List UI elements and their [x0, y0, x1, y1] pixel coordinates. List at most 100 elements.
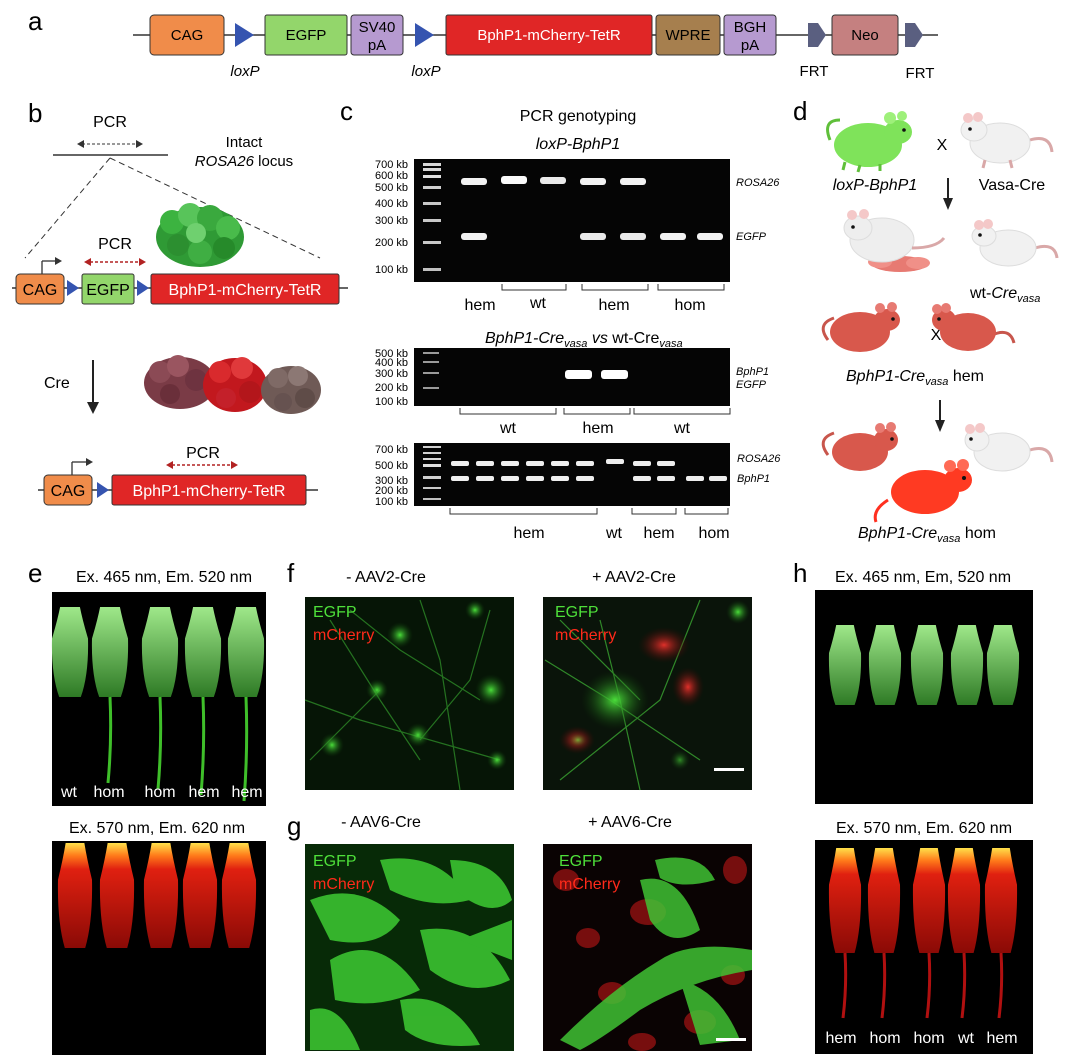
egfp-label: EGFP	[286, 27, 327, 44]
e-top-mouse-2	[91, 607, 129, 784]
egfp-protein-structure	[156, 203, 244, 267]
h-label-5: hem	[986, 1030, 1017, 1047]
svg-text:100 kb: 100 kb	[375, 496, 408, 508]
panel-b-scheme: PCR Intact ROSA26 locus PCR CAG EGFP	[12, 114, 348, 506]
gel2-bands	[565, 370, 628, 379]
gel3-group-wt: wt	[605, 525, 623, 542]
e-label-4: hem	[188, 784, 219, 801]
h-label-3: hom	[913, 1030, 944, 1047]
bgh-pa-label: pA	[741, 37, 759, 54]
egfp-box-floxed	[81, 273, 135, 305]
frt-label-2: FRT	[906, 65, 935, 82]
panel-f-cells: - AAV2-Cre + AAV2-Cre	[304, 569, 752, 791]
e-label-5: hem	[231, 784, 262, 801]
construct-label-floxed: BphP1-mCherry-TetR	[169, 282, 322, 299]
panel-letter-b: b	[28, 98, 42, 128]
gel1	[414, 159, 730, 282]
mouse-litter	[843, 209, 946, 272]
construct-label-recombined: BphP1-mCherry-TetR	[133, 483, 286, 500]
mouse-red-hem-final	[821, 422, 898, 471]
svg-text:300 kb: 300 kb	[375, 215, 408, 227]
cag-box-floxed	[15, 273, 65, 305]
mouse-red-hem-1	[821, 302, 900, 352]
pcr-label-recombined: PCR	[186, 445, 220, 462]
panel-letter-e: e	[28, 558, 42, 588]
f-right-caption: + AAV2-Cre	[592, 569, 676, 586]
rosa26-locus-label: ROSA26 locus	[195, 153, 293, 170]
panel-g-cells: - AAV6-Cre + AAV6-Cre	[305, 814, 752, 1051]
e-top-mouse-1	[51, 607, 89, 697]
panel-letter-a: a	[28, 6, 43, 36]
gel3-group-hem: hem	[513, 525, 544, 542]
gel3-group-hom: hom	[698, 525, 729, 542]
e-bottom-mice	[57, 843, 257, 948]
gel3-group-brackets	[449, 508, 729, 515]
pcr-genotyping-title: PCR genotyping	[520, 108, 637, 125]
construct-label: BphP1-mCherry-TetR	[477, 27, 621, 44]
h-bottom-mouse-2	[867, 848, 901, 1019]
gel1-group-hem: hem	[464, 297, 495, 314]
gel1-group-wt: wt	[529, 295, 547, 312]
svg-text:100 kb: 100 kb	[375, 264, 408, 276]
hem-cross-label: BphP1-Crevasa hem	[846, 368, 984, 388]
f-left-legend-mcherry: mCherry	[313, 627, 374, 644]
pcr-label-intact: PCR	[93, 114, 127, 131]
g-right-legend-mcherry: mCherry	[559, 876, 620, 893]
f-right-neurons	[544, 599, 750, 791]
gel2-title: BphP1-Crevasa vs wt-Crevasa	[485, 330, 683, 350]
cag-label-floxed: CAG	[23, 282, 58, 299]
bgh-label: BGH	[734, 19, 767, 36]
h-bottom-mouse-1	[828, 848, 862, 1019]
gel1-bands	[461, 176, 723, 240]
h-bottom-mouse-3	[912, 848, 946, 1019]
gel3-band-rosa26: ROSA26	[737, 453, 781, 465]
cre-label: Cre	[44, 375, 70, 392]
panel-letter-c: c	[340, 96, 353, 126]
svg-text:700 kb: 700 kb	[375, 159, 408, 171]
frt-pentagon-2	[905, 23, 923, 47]
loxp-triangle-2	[415, 23, 434, 47]
sv40-label: SV40	[359, 19, 396, 36]
hom-label: BphP1-Crevasa hom	[858, 525, 996, 545]
gel1-ladder-labels: 700 kb 600 kb 500 kb 400 kb 300 kb 200 k…	[375, 159, 408, 276]
panel-a-construct-map: CAG EGFP SV40 pA BphP1-mCherry-TetR WPRE…	[133, 14, 938, 82]
fusion-protein-structure	[144, 355, 321, 414]
e-bottom-mouse-1	[57, 843, 93, 948]
loxp-label-1: loxP	[230, 63, 259, 80]
h-label-2: hom	[869, 1030, 900, 1047]
parent2-label: Vasa-Cre	[979, 177, 1045, 194]
g-left-caption: - AAV6-Cre	[341, 814, 421, 831]
gel2-ladder	[423, 352, 439, 389]
h-bottom-mouse-4	[947, 848, 981, 1019]
h-bottom-mice	[828, 848, 1018, 1019]
g-right-legend-egfp: EGFP	[559, 853, 603, 870]
h-bottom-mouse-labels: hem hom hom wt hem	[825, 1030, 1017, 1047]
mouse-green-loxp	[826, 111, 912, 173]
panel-h-imaging: Ex. 465 nm, Em, 520 nm Ex. 570 nm, Em. 6…	[815, 569, 1033, 1054]
panel-letter-h: h	[793, 558, 807, 588]
h-top-mouse-5	[986, 625, 1020, 705]
wpre-box	[655, 14, 721, 56]
svg-text:300 kb: 300 kb	[375, 475, 408, 487]
egfp-box	[264, 14, 348, 56]
e-bottom-mouse-5	[221, 843, 257, 948]
mouse-bright-red-hom	[873, 459, 972, 523]
wpre-label: WPRE	[666, 27, 711, 44]
e-top-mouse-4	[184, 607, 222, 796]
gel1-band-rosa26: ROSA26	[736, 177, 780, 189]
h-top-mouse-4	[950, 625, 984, 705]
svg-text:200 kb: 200 kb	[375, 382, 408, 394]
svg-text:700 kb: 700 kb	[375, 444, 408, 456]
gel2-ladder-labels: 500 kb 400 kb 300 kb 200 kb 100 kb	[375, 348, 408, 408]
gel1-band-egfp: EGFP	[736, 231, 767, 243]
frt-pentagon-1	[808, 23, 826, 47]
e-top-mice	[51, 607, 265, 802]
svg-text:100 kb: 100 kb	[375, 396, 408, 408]
svg-text:400 kb: 400 kb	[375, 198, 408, 210]
h-label-1: hem	[825, 1030, 856, 1047]
mouse-red-hem-2	[932, 303, 1016, 351]
neo-box	[831, 14, 899, 56]
parent1-label: loxP-BphP1	[833, 177, 918, 194]
gel1-group-hem-2: hem	[598, 297, 629, 314]
f-left-neurons	[304, 599, 507, 791]
